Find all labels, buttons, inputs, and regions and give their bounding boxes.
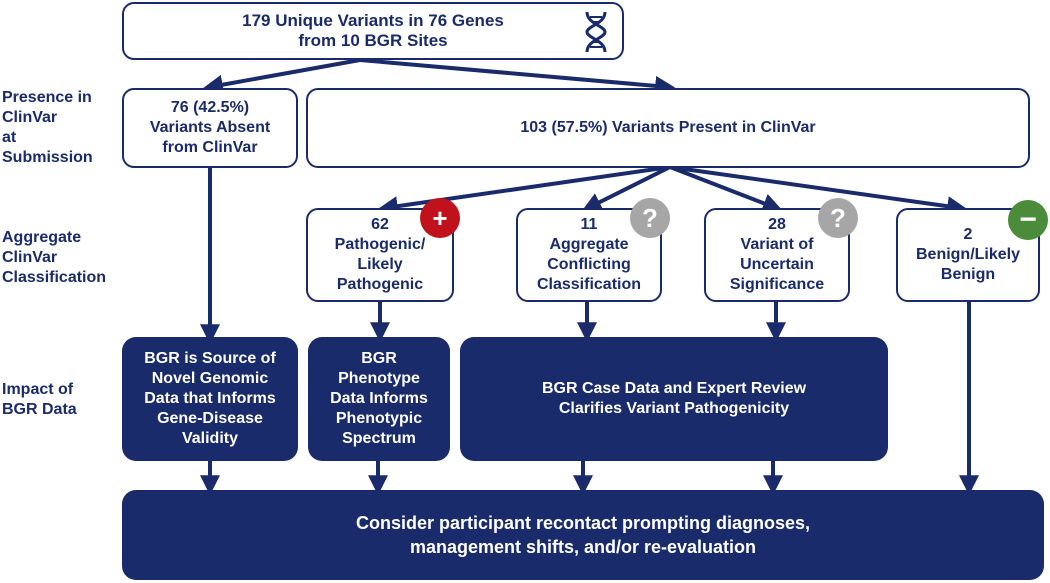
- novel-genomic-data-text: BGR is Source of Novel Genomic Data that…: [144, 350, 276, 447]
- total-variants-box: 179 Unique Variants in 76 Genes from 10 …: [122, 2, 624, 60]
- conflicting-text: 11 Aggregate Conflicting Classification: [536, 216, 642, 293]
- row-label-impact: Impact of BGR Data: [2, 381, 77, 418]
- absent-from-clinvar-text: 76 (42.5%) Variants Absent from ClinVar: [149, 99, 271, 156]
- recontact-text: Consider participant recontact prompting…: [355, 513, 811, 557]
- phenotype-data-box: BGR Phenotype Data Informs Phenotypic Sp…: [308, 337, 450, 461]
- total-variants-text: 179 Unique Variants in 76 Genes from 10 …: [242, 11, 504, 50]
- plus-icon: +: [420, 198, 460, 238]
- benign-text: 2 Benign/Likely Benign: [915, 226, 1021, 283]
- minus-icon: −: [1008, 200, 1048, 240]
- recontact-box: Consider participant recontact prompting…: [122, 490, 1044, 580]
- novel-genomic-data-box: BGR is Source of Novel Genomic Data that…: [122, 337, 298, 461]
- phenotype-data-text: BGR Phenotype Data Informs Phenotypic Sp…: [330, 350, 428, 447]
- question-icon: ?: [818, 198, 858, 238]
- expert-review-box: BGR Case Data and Expert Review Clarifie…: [460, 337, 888, 461]
- benign-box: 2 Benign/Likely Benign: [896, 208, 1040, 302]
- uncertain-significance-text: 28 Variant of Uncertain Significance: [729, 216, 825, 293]
- row-label-presence: Presence in ClinVar at Submission: [2, 89, 93, 166]
- present-in-clinvar-text: 103 (57.5%) Variants Present in ClinVar: [520, 119, 816, 136]
- present-in-clinvar-box: 103 (57.5%) Variants Present in ClinVar: [306, 88, 1030, 168]
- pathogenic-text: 62 Pathogenic/ Likely Pathogenic: [334, 216, 426, 293]
- dna-icon: [585, 11, 607, 53]
- absent-from-clinvar-box: 76 (42.5%) Variants Absent from ClinVar: [122, 88, 298, 168]
- expert-review-text: BGR Case Data and Expert Review Clarifie…: [541, 380, 807, 417]
- row-label-aggregate: Aggregate ClinVar Classification: [2, 229, 107, 286]
- question-icon: ?: [630, 198, 670, 238]
